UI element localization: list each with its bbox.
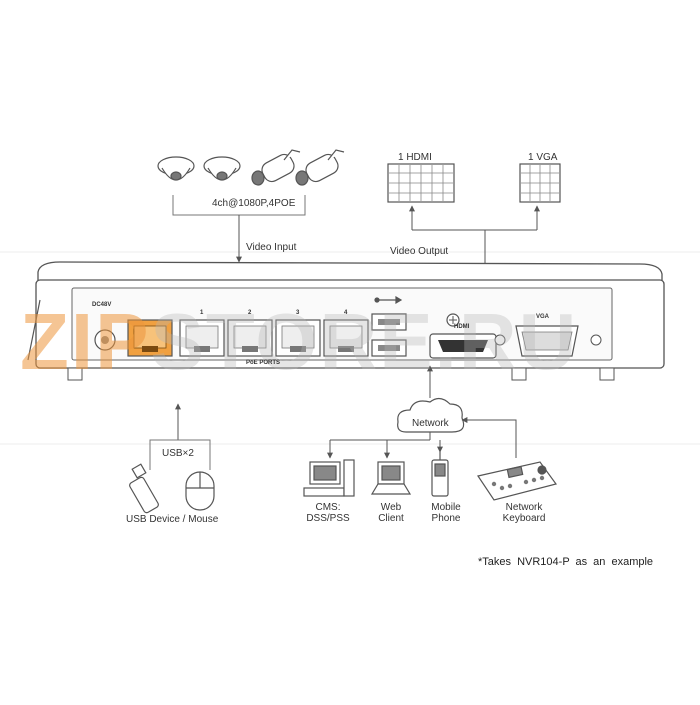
mouse-icon [185, 471, 215, 511]
dome-camera-icon [203, 156, 241, 181]
hdmi-monitor-label: 1 HDMI [398, 152, 432, 163]
uplink-lan-port [127, 319, 173, 357]
watermark-rest: STORE.RU [150, 297, 579, 386]
video-output-label: Video Output [390, 246, 449, 257]
mobile-phone-label-line2: Phone [431, 513, 461, 524]
web-client-label-line1: Web [380, 502, 402, 513]
hdmi-port-label: HDMI [454, 324, 470, 330]
network-keyboard-icon [477, 461, 558, 501]
hdmi-port [429, 333, 497, 359]
mobile-phone-label-line1: Mobile [431, 502, 461, 513]
vga-monitor-icon [519, 163, 561, 203]
cameras-label: 4ch@1080P,4POE [212, 198, 296, 209]
cms-label-line2: DSS/PSS [306, 513, 350, 524]
mobile-phone-label: Mobile Phone [431, 502, 460, 524]
poe-port-2 [227, 319, 273, 357]
port-4-label: 4 [344, 310, 348, 316]
web-client-label: Web Client [378, 502, 404, 524]
poe-port-4 [323, 319, 369, 357]
usb-ports [371, 313, 407, 357]
dc48v-label: DC48V [92, 302, 112, 308]
usb-icon [374, 295, 403, 305]
port-2-label: 2 [248, 310, 252, 316]
vga-port [494, 325, 602, 357]
network-keyboard-label: Network Keyboard [503, 502, 546, 524]
laptop-icon [370, 461, 412, 495]
video-input-label: Video Input [246, 242, 297, 253]
network-keyboard-label-line1: Network [505, 502, 543, 513]
hdmi-monitor-icon [387, 163, 455, 203]
watermark-accent: ZIP [20, 297, 151, 386]
mobile-phone-icon [431, 450, 449, 497]
cms-label-line1: CMS: [315, 502, 341, 513]
dome-camera-icon [157, 156, 195, 181]
network-label: Network [412, 418, 449, 429]
port-1-label: 1 [200, 310, 204, 316]
cms-label: CMS: DSS/PSS [306, 502, 349, 524]
port-3-label: 3 [296, 310, 300, 316]
usb-device-mouse-label: USB Device / Mouse [126, 514, 219, 525]
watermark: ZIPSTORE.RU [20, 302, 578, 382]
ground-screw-icon [446, 313, 460, 327]
desktop-pc-icon [303, 459, 355, 497]
usb-x2-label: USB×2 [162, 448, 194, 459]
poe-ports-label: PoE PORTS [246, 360, 281, 366]
vga-port-label: VGA [536, 314, 550, 320]
vga-monitor-label: 1 VGA [528, 152, 558, 163]
poe-port-1 [179, 319, 225, 357]
web-client-label-line2: Client [378, 513, 404, 524]
bullet-camera-icon [295, 149, 345, 186]
bullet-camera-icon [251, 149, 301, 186]
poe-port-3 [275, 319, 321, 357]
footnote: *Takes NVR104-P as an example [478, 556, 654, 568]
power-jack-icon [94, 329, 116, 351]
network-keyboard-label-line2: Keyboard [502, 513, 546, 524]
usb-stick-icon [129, 463, 159, 514]
